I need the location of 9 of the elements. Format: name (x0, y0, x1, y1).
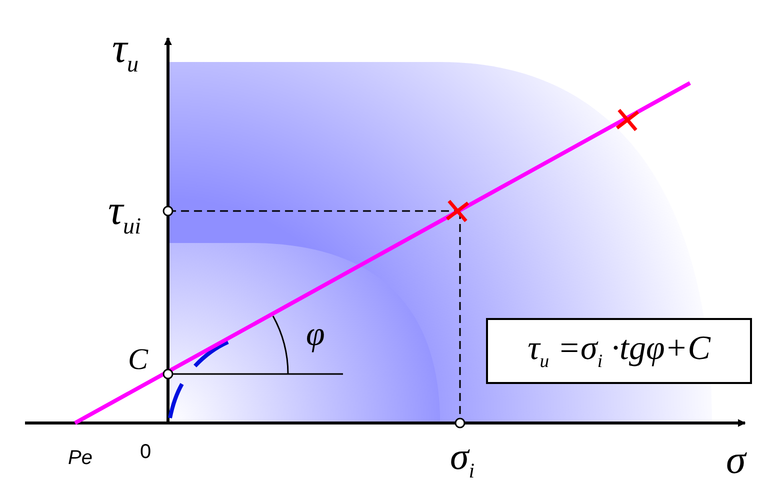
axis-label: C (128, 345, 148, 375)
axis-label: σ (726, 440, 746, 480)
axis-label: τ$_{u}$ (112, 28, 139, 76)
axis-label: φ (306, 318, 325, 352)
axis-label: 0 (140, 442, 152, 462)
axis-label: σ$_{i}$ (450, 438, 475, 482)
formula-box (486, 318, 752, 384)
formula: τ$_{u}$ =σ$_{i}$ ·tgφ+C (528, 330, 710, 372)
axis-label: Pe (68, 448, 92, 468)
